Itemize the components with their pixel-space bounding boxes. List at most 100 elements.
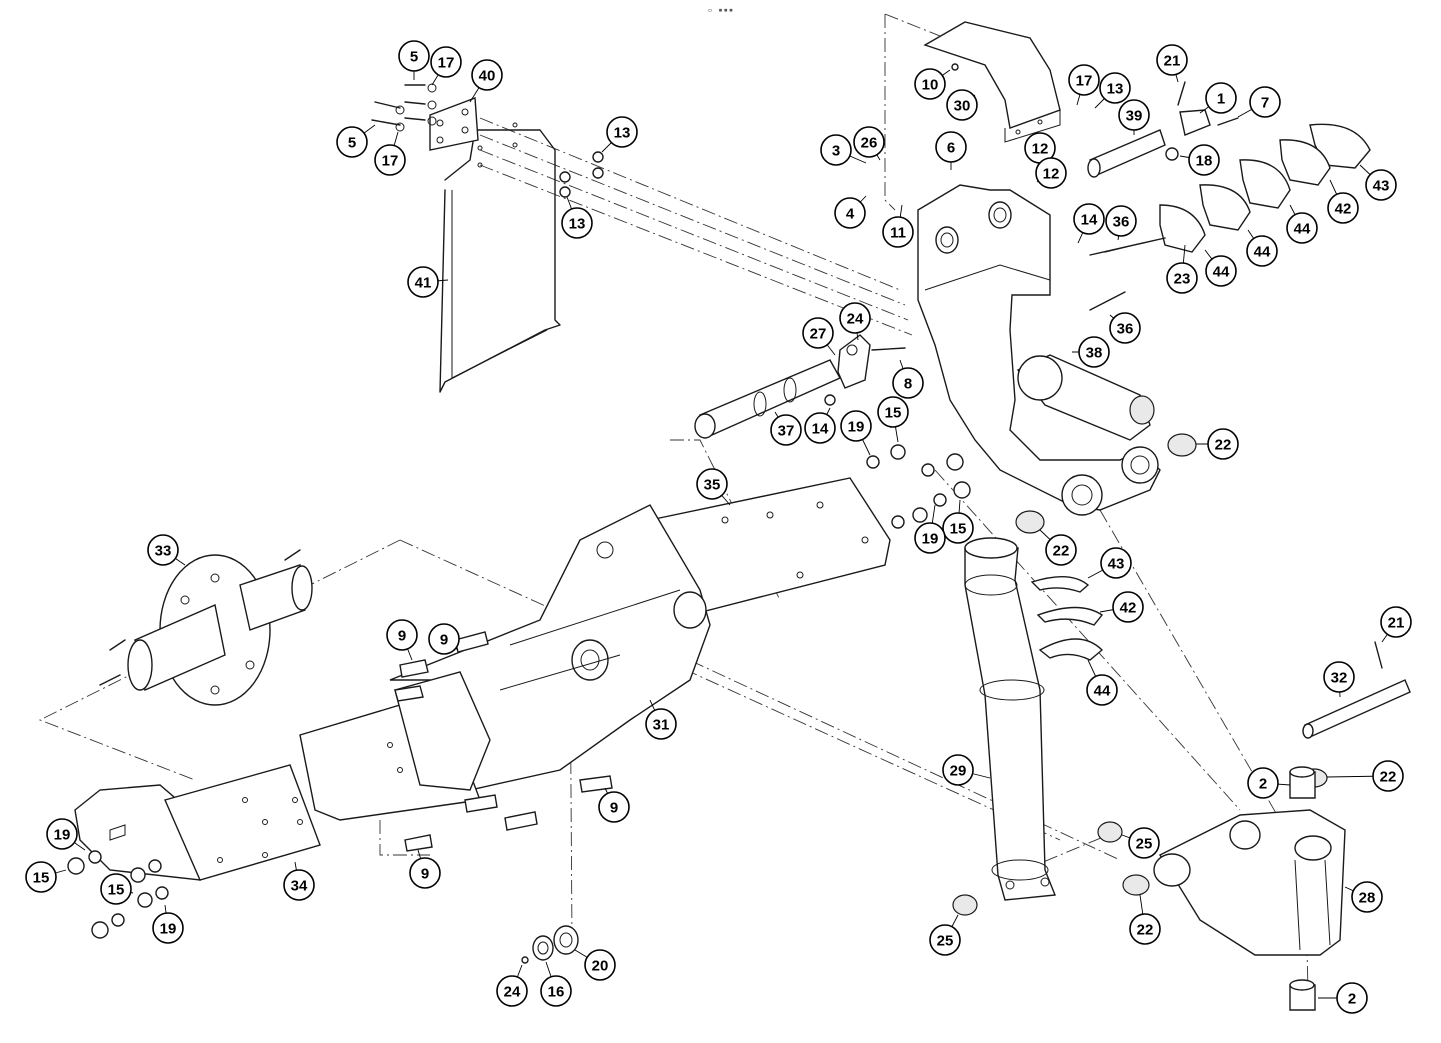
part-callout: 9 <box>409 849 441 889</box>
part-callout: 1 <box>1199 82 1237 114</box>
callout-circle <box>1109 312 1141 344</box>
callout-circle <box>1249 86 1281 118</box>
callout-circle <box>942 512 974 544</box>
part-callout: 42 <box>1327 179 1359 224</box>
callout-circle <box>1247 767 1279 799</box>
part-callout: 25 <box>1121 827 1160 859</box>
callout-label: 14 <box>1081 212 1098 229</box>
part-callout: 30 <box>946 89 978 121</box>
callout-label: 22 <box>1380 769 1397 786</box>
part-callout: 19 <box>152 904 184 944</box>
callout-circle <box>1105 205 1137 237</box>
part-callout: 33 <box>147 534 186 566</box>
callout-label: 21 <box>1388 615 1405 632</box>
callout-circle <box>25 861 57 893</box>
callout-circle <box>770 414 802 446</box>
callout-label: 18 <box>1196 153 1213 170</box>
pin-37 <box>694 334 906 439</box>
callout-label: 1 <box>1217 91 1225 108</box>
callout-label: 43 <box>1373 178 1390 195</box>
part-callout: 17 <box>430 46 462 86</box>
hub-33 <box>99 549 313 706</box>
part-callout: 35 <box>696 468 731 506</box>
callout-label: 22 <box>1215 437 1232 454</box>
callout-circle <box>336 126 368 158</box>
clip-plates-center <box>1030 576 1104 661</box>
callout-label: 25 <box>1136 836 1153 853</box>
part-callout: 44 <box>1286 204 1318 244</box>
callout-label: 3 <box>832 143 840 160</box>
part-callout: 40 <box>469 59 503 103</box>
callout-label: 36 <box>1117 321 1134 338</box>
callout-label: 15 <box>950 521 967 538</box>
callout-circle <box>1205 82 1237 114</box>
callout-label: 40 <box>479 68 496 85</box>
callout-label: 9 <box>398 628 406 645</box>
callout-label: 16 <box>548 984 565 1001</box>
callout-label: 34 <box>291 878 308 895</box>
callout-circle <box>1246 235 1278 267</box>
part-callout: 14 <box>804 407 836 444</box>
nuts-lower-left <box>67 850 169 939</box>
part-callout: 15 <box>25 861 67 893</box>
bracket-34 <box>74 671 491 881</box>
callout-circle <box>1166 262 1198 294</box>
callout-circle <box>1327 192 1359 224</box>
callout-circle <box>1086 674 1118 706</box>
callout-circle <box>1372 760 1404 792</box>
callout-label: 5 <box>348 135 356 152</box>
callout-label: 12 <box>1043 166 1060 183</box>
callout-label: 15 <box>885 405 902 422</box>
callout-label: 6 <box>947 140 955 157</box>
part-callout: 34 <box>283 861 315 901</box>
callout-label: 30 <box>954 98 971 115</box>
part-callout: 13 <box>601 116 638 153</box>
callout-label: 9 <box>421 866 429 883</box>
part-callout: 32 <box>1323 661 1355 698</box>
part-callout: 6 <box>935 131 967 170</box>
part-callout: 44 <box>1246 229 1278 267</box>
part-callout: 22 <box>1326 760 1404 792</box>
part-callout: 44 <box>1204 249 1237 287</box>
part-callout: 21 <box>1156 44 1188 83</box>
callout-label: 44 <box>1294 221 1311 238</box>
callout-circle <box>1112 591 1144 623</box>
callout-label: 23 <box>1174 271 1191 288</box>
nuts-center <box>824 394 971 529</box>
callout-circle <box>584 949 616 981</box>
callout-circle <box>428 623 460 655</box>
callout-circle <box>147 534 179 566</box>
callout-circle <box>1188 144 1220 176</box>
callout-circle <box>561 207 593 239</box>
cylinder-29 <box>964 537 1056 901</box>
frame-38 <box>917 184 1161 516</box>
callout-label: 38 <box>1086 345 1103 362</box>
callout-label: 44 <box>1254 244 1271 261</box>
callout-circle <box>374 144 406 176</box>
part-callout: 24 <box>496 964 528 1007</box>
callout-circle <box>100 873 132 905</box>
bolts-9 <box>394 631 613 852</box>
part-callout: 29 <box>942 754 991 786</box>
callout-circle <box>1156 44 1188 76</box>
part-callout: 3 <box>820 134 867 166</box>
callout-label: 19 <box>848 419 865 436</box>
part-callout: 17 <box>1068 64 1100 106</box>
part-callout: 15 <box>100 873 134 905</box>
callout-circle <box>386 619 418 651</box>
part-callout: 18 <box>1179 144 1220 176</box>
callout-circle <box>1205 255 1237 287</box>
part-callout: 11 <box>882 204 914 248</box>
callout-label: 13 <box>614 125 631 142</box>
callout-circle <box>1068 64 1100 96</box>
part-callout: 39 <box>1118 99 1150 135</box>
callout-label: 17 <box>438 55 455 72</box>
callout-label: 20 <box>592 958 609 975</box>
callout-label: 15 <box>33 870 50 887</box>
callout-label: 2 <box>1348 991 1356 1008</box>
callout-label: 44 <box>1094 683 1111 700</box>
callout-circle <box>598 791 630 823</box>
part-callout: 36 <box>1105 205 1137 241</box>
callout-label: 25 <box>937 933 954 950</box>
